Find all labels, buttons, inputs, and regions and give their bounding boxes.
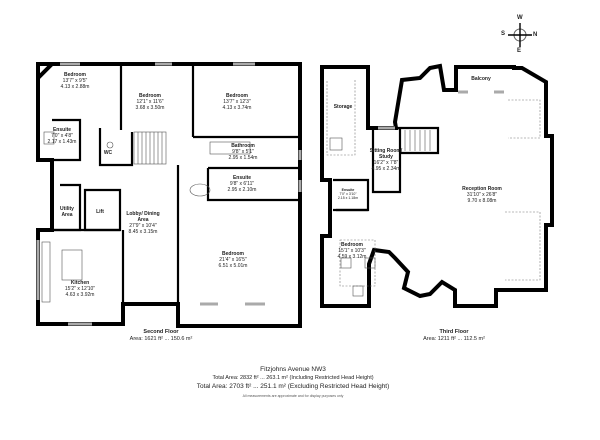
third-floor-title: Third Floor [439,329,469,335]
room-label: WC [103,150,113,156]
third-floor-caption: Third Floor Area: 1211 ft² ... 112.5 m² [423,329,485,343]
second-floor-caption: Second Floor Area: 1621 ft² ... 150.6 m² [130,329,193,343]
compass-north: N [533,32,538,38]
room-label: Balcony [471,76,491,82]
property-summary: Fitzjohns Avenue NW3 Total Area: 2832 ft… [197,365,390,401]
total-area-excluding: Total Area: 2703 ft² ... 251.1 m² (Exclu… [196,383,390,390]
third-floor-area: Area: 1211 ft² ... 112.5 m² [423,336,485,342]
address: Fitzjohns Avenue NW3 [260,366,326,373]
second-floor-walls [36,62,302,328]
compass-west: W [517,15,523,21]
room-label: Storage [333,104,353,110]
room-label: Lift [96,209,104,215]
compass-rose: W S N E [500,15,540,55]
compass-east: E [517,48,522,54]
third-floor-walls [320,63,554,308]
compass-south: S [501,31,506,37]
second-floor-area: Area: 1621 ft² ... 150.6 m² [129,336,193,342]
staircase [133,131,167,165]
compass-icon [508,23,532,47]
total-area-including: Total Area: 2832 ft² ... 263.1 m² (Inclu… [212,375,374,381]
disclaimer: All measurements are approximate and for… [242,394,344,398]
second-floor-title: Second Floor [143,329,179,335]
room-label: Utility Area [60,206,74,218]
